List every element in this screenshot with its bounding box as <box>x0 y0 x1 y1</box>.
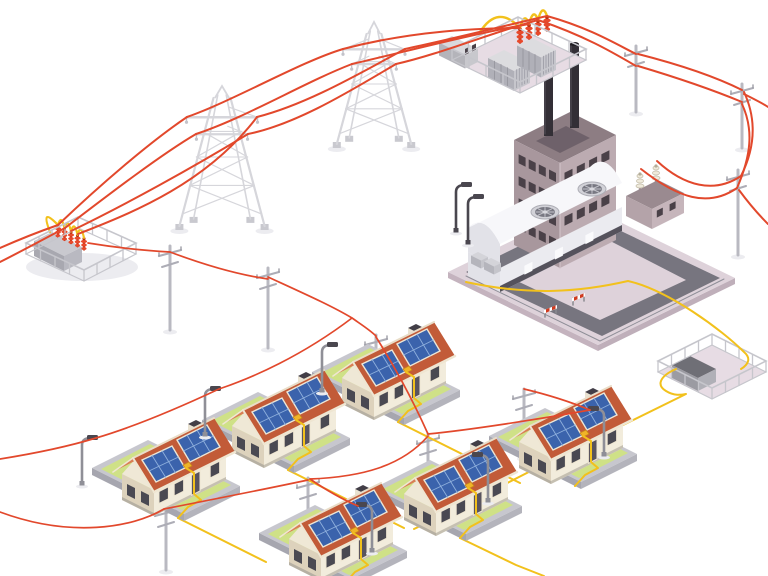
turbine-hall <box>468 161 622 292</box>
cable-junction-box <box>464 481 475 490</box>
bushing-insulator-icon <box>651 164 661 189</box>
barrier-icon <box>572 293 585 306</box>
street-lamp <box>472 452 494 506</box>
solar-cable <box>574 435 599 487</box>
door <box>472 490 483 517</box>
barrier-icon <box>544 305 557 318</box>
cable-junction-box <box>182 461 193 470</box>
gable-window <box>237 436 259 458</box>
equipment-box <box>484 258 501 275</box>
window <box>429 364 441 383</box>
solar-panel-array <box>396 328 441 367</box>
cable-junction-box <box>402 365 413 374</box>
window <box>376 525 388 544</box>
transformer-substation-right <box>439 9 588 94</box>
door <box>357 535 368 562</box>
cable-junction-box <box>579 429 590 438</box>
cable-junction-box <box>349 526 360 535</box>
window <box>555 453 566 473</box>
solar-cable <box>287 419 312 471</box>
window <box>340 543 352 562</box>
gable-window <box>347 388 369 410</box>
house-with-solar-panels house-4 <box>92 417 240 521</box>
solar-panel-array <box>286 376 331 415</box>
window <box>325 550 336 570</box>
door <box>410 374 421 401</box>
window <box>268 437 279 457</box>
roof-fan-icon <box>530 204 560 220</box>
transmission-tower <box>170 84 274 234</box>
street-lamp <box>316 342 338 396</box>
transformer-bank <box>517 38 556 78</box>
house-with-solar-panels house-2 <box>202 369 350 473</box>
house-with-solar-panels house-5 <box>374 437 522 541</box>
solar-panel-array <box>307 510 353 548</box>
insulator-icon <box>74 233 81 248</box>
window <box>570 446 582 465</box>
solar-cable <box>177 467 202 519</box>
window <box>173 478 185 497</box>
power-plant-area <box>448 42 735 351</box>
gable-window <box>127 484 149 506</box>
utility-pole <box>153 504 179 575</box>
window <box>393 382 405 401</box>
window <box>283 430 295 449</box>
door <box>190 470 201 497</box>
window <box>440 505 451 525</box>
window <box>491 480 503 499</box>
distribution-lines <box>0 242 591 529</box>
distribution-box <box>656 333 768 400</box>
house-with-solar-panels house-1 <box>312 321 460 425</box>
cable-junction-box <box>292 413 303 422</box>
gable-window <box>524 452 546 474</box>
street-lamp <box>356 502 378 556</box>
window <box>158 485 169 505</box>
utility-pole <box>157 244 183 335</box>
window <box>606 428 618 447</box>
street-lamp <box>462 194 484 248</box>
bushing-insulator-icon <box>635 172 645 197</box>
solar-cable <box>350 532 369 576</box>
insulator-icon <box>525 23 533 40</box>
roof-fan-icon <box>577 181 607 197</box>
street-lamp <box>450 182 472 236</box>
window <box>209 460 221 479</box>
door <box>587 438 598 465</box>
window <box>455 498 467 517</box>
window <box>378 389 389 409</box>
insulator-icon <box>80 237 88 251</box>
utility-pole <box>623 44 649 117</box>
door <box>300 422 311 449</box>
window <box>319 412 331 431</box>
power-plant <box>448 42 735 351</box>
solar-cable <box>459 487 484 539</box>
solar-cable <box>397 371 422 423</box>
gable-window <box>294 549 316 571</box>
solar-panel-array <box>537 413 583 451</box>
solar-panel-array <box>422 465 468 503</box>
high-voltage-lines <box>0 15 768 263</box>
solar-panel-array <box>343 489 388 528</box>
gable-window <box>409 504 431 526</box>
house-with-solar-panels house-6 <box>259 482 407 576</box>
house-with-solar-panels house-3 <box>489 385 637 489</box>
transmission-tower <box>327 20 421 152</box>
